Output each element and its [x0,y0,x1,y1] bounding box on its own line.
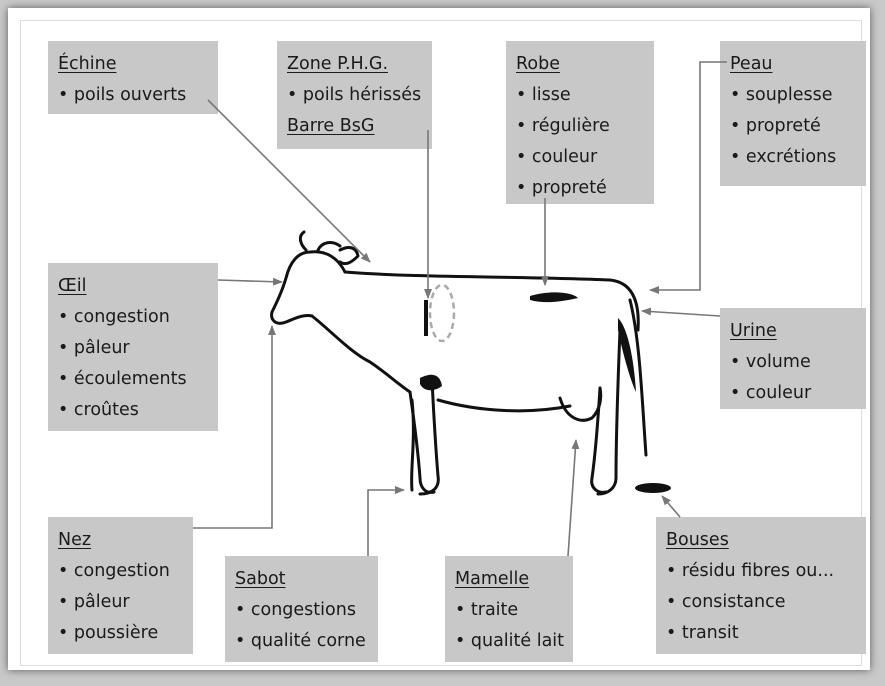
box-item: • congestions [235,600,356,620]
arrow-bouses [661,495,681,518]
box-title: Mamelle [455,569,530,589]
box-title: Échine [58,54,117,74]
cow-spot [530,292,578,303]
box-item: • souplesse [730,85,833,105]
cow-outline [270,230,648,496]
pointer-arrows [193,61,727,557]
box-item: • congestion [58,561,170,581]
label-box-echine: Échine • poils ouverts [48,41,218,114]
arrow-urine [641,307,721,317]
label-box-zone-phg: Zone P.H.G. • poils hérissés Barre BsG [277,41,432,149]
box-title: Sabot [235,569,286,589]
label-box-mamelle: Mamelle • traite • qualité lait [445,556,573,662]
box-item: • congestion [58,307,170,327]
cow-spot [618,318,636,392]
box-item: • régulière [516,116,610,136]
label-box-bouses: Bouses • résidu fibres ou... • consistan… [656,517,866,654]
arrow-nez [193,325,276,529]
phg-zone-marker [428,283,456,343]
box-item: • lisse [516,85,571,105]
box-item: • pâleur [58,592,130,612]
label-box-nez: Nez • congestion • pâleur • poussière [48,517,193,654]
arrow-echine [207,99,371,263]
box-title: Bouses [666,530,729,550]
label-box-oeil: Œil • congestion • pâleur • écoulements … [48,263,218,431]
box-item: • consistance [666,592,786,612]
box-item: • couleur [516,147,598,167]
box-item: • pâleur [58,338,130,358]
box-item: • propreté [516,178,607,198]
label-box-robe: Robe • lisse • régulière • couleur • pro… [506,41,654,204]
box-item: • poussière [58,623,159,643]
box-item: • croûtes [58,400,139,420]
box-title: Œil [58,276,87,296]
box-item: • volume [730,352,811,372]
box-item: • écoulements [58,369,187,389]
box-item: • excrétions [730,147,837,167]
arrow-sabot [367,486,405,556]
box-title-2: Barre BsG [287,116,375,136]
label-box-peau: Peau • souplesse • propreté • excrétions [720,41,866,186]
box-item: • poils hérissés [287,85,422,105]
box-title: Zone P.H.G. [287,54,389,74]
box-title: Nez [58,530,92,550]
box-item: • propreté [730,116,821,136]
arrow-oeil [217,277,283,286]
arrow-mamelle [567,439,580,557]
box-title: Urine [730,321,777,341]
box-item: • couleur [730,383,812,403]
label-box-sabot: Sabot • congestions • qualité corne [225,556,378,662]
box-item: • qualité corne [235,631,366,651]
box-item: • traite [455,600,519,620]
arrow-peau [649,61,727,294]
box-item: • résidu fibres ou... [666,561,835,581]
box-item: • poils ouverts [58,85,187,105]
label-box-urine: Urine • volume • couleur [720,308,866,409]
box-item: • qualité lait [455,631,565,651]
box-item: • transit [666,623,739,643]
cow-dung [635,483,671,493]
box-title: Peau [730,54,773,74]
cow-spot [420,374,442,391]
box-title: Robe [516,54,560,74]
